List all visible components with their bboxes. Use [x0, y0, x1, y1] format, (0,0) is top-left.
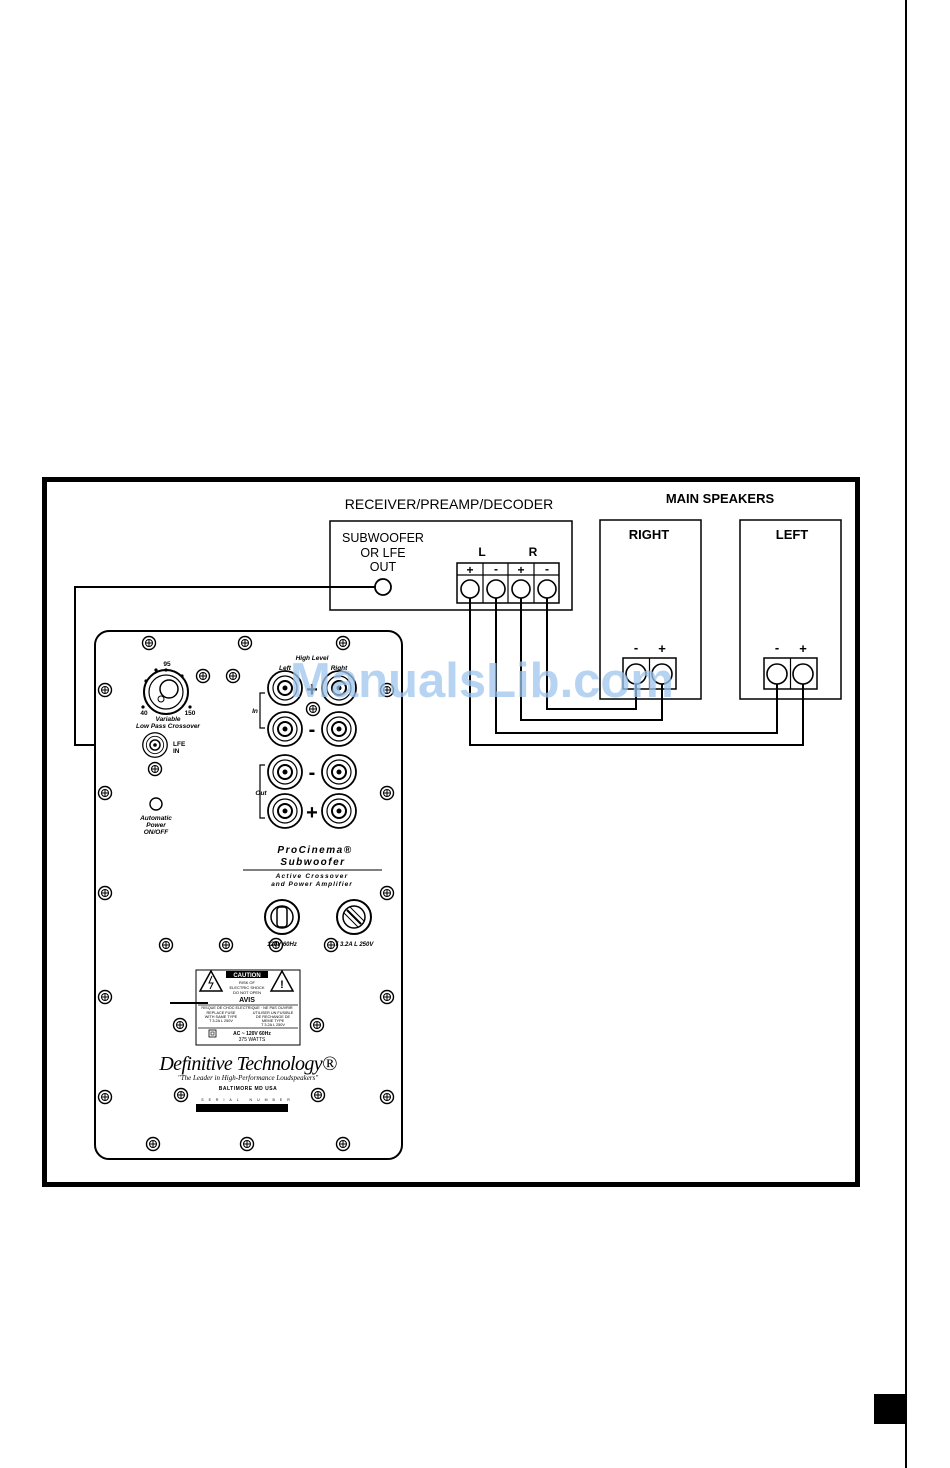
receiver-right-channel-label: R	[529, 545, 538, 559]
out-label: Out	[255, 790, 267, 797]
receiver-r-minus: -	[545, 562, 549, 576]
manualslib-watermark: ManualsLib.com	[290, 654, 674, 708]
caution-text-3: DO NOT OPEN	[233, 990, 261, 995]
fuse-holder	[336, 899, 372, 935]
utiliser-1: UTILISER UN FUSIBLE	[253, 1011, 294, 1015]
caution-text-1: RISK OF	[239, 980, 256, 985]
caution-title: CAUTION	[233, 973, 260, 979]
auto-power-label-2: Power	[146, 822, 166, 829]
lfe-in-jack	[142, 732, 168, 758]
auto-power-led	[149, 797, 163, 811]
receiver-sub-line1: SUBWOOFER	[342, 531, 424, 545]
serial-number-bar	[196, 1104, 288, 1112]
serial-number-label: SERIAL NUMBER	[201, 1098, 294, 1102]
lfe-label-2: IN	[173, 748, 180, 755]
crossover-label-2: Low Pass Crossover	[136, 723, 200, 730]
caution-label: !	[195, 969, 301, 1046]
watts-rating: 375 WATTS	[239, 1037, 266, 1043]
left-speaker-plus: +	[799, 641, 807, 656]
avis-text: RISQUE DE CHOC ELECTRIQUE · NE PAS OUVRI…	[201, 1006, 293, 1010]
page-corner-marker	[874, 1394, 907, 1424]
auto-power-label-1: Automatic	[139, 815, 172, 822]
in-plus-sign: +	[306, 679, 318, 701]
receiver-left-channel-label: L	[478, 545, 485, 559]
receiver-terminal-r-minus	[537, 579, 557, 599]
right-speaker-minus: -	[634, 640, 638, 655]
out-minus-sign: -	[309, 762, 316, 784]
high-level-label: High Level	[296, 655, 329, 662]
fuse-label: T 3.2A L 250V	[335, 942, 375, 948]
high-level-right-label: Right	[331, 665, 348, 672]
crossover-knob	[141, 668, 192, 715]
caution-text-2: ELECTRIC SHOCK	[229, 985, 264, 990]
right-speaker-box	[599, 519, 702, 700]
voltage-label: 120V 60Hz	[267, 942, 297, 948]
receiver-terminal-l-minus	[486, 579, 506, 599]
utiliser-3: MEME TYPE	[262, 1019, 285, 1023]
replace-fuse-1: REPLACE FUSE	[207, 1011, 236, 1015]
svg-text:!: !	[280, 979, 284, 991]
receiver-sub-line3: OUT	[370, 560, 397, 574]
power-inlet	[264, 899, 300, 935]
product-name-3: Active Crossover	[275, 873, 349, 880]
product-name-2: Subwoofer	[280, 857, 345, 868]
receiver-terminal-l-plus	[460, 579, 480, 599]
receiver-r-plus: +	[517, 563, 524, 577]
dial-label-40: 40	[140, 710, 148, 717]
subwoofer-out-jack	[374, 578, 392, 596]
avis-title: AVIS	[239, 997, 255, 1004]
receiver-terminal-r-plus	[511, 579, 531, 599]
high-level-left-label: Left	[279, 665, 292, 672]
in-label: In	[252, 708, 258, 715]
in-minus-sign: -	[309, 719, 316, 741]
brand-location: BALTIMORE MD USA	[219, 1086, 277, 1092]
ac-rating: AC ~ 120V 60Hz	[233, 1031, 271, 1037]
product-name-4: and Power Amplifier	[271, 881, 353, 888]
receiver-l-minus: -	[494, 562, 498, 576]
brand-logo: Definitive Technology®	[158, 1053, 337, 1075]
left-speaker-label: LEFT	[776, 527, 809, 542]
left-speaker-minus: -	[775, 640, 779, 655]
lfe-label-1: LFE	[173, 741, 186, 748]
dial-label-95: 95	[163, 661, 171, 668]
speaker-wires	[469, 598, 804, 746]
main-speakers-title: MAIN SPEAKERS	[666, 491, 775, 506]
right-speaker-label: RIGHT	[629, 527, 670, 542]
receiver-title: RECEIVER/PREAMP/DECODER	[345, 496, 553, 512]
receiver-l-plus: +	[466, 563, 473, 577]
crossover-label-1: Variable	[155, 716, 180, 723]
warning-triangle-icon	[198, 969, 224, 992]
auto-power-label-3: ON/OFF	[144, 829, 170, 836]
out-plus-sign: +	[306, 802, 318, 824]
replace-fuse-3: T 3.2A L 250V	[209, 1019, 233, 1023]
warning-triangle-icon	[269, 969, 295, 992]
product-name-1: ProCinema®	[277, 845, 352, 856]
dial-label-150: 150	[185, 710, 196, 717]
receiver-sub-line2: OR LFE	[360, 546, 405, 560]
utiliser-2: DE RECHANGE DE	[256, 1015, 291, 1019]
replace-fuse-2: WITH SAME TYPE	[205, 1015, 238, 1019]
utiliser-4: T 3.2A L 250V	[261, 1023, 285, 1027]
right-speaker-plus: +	[658, 641, 666, 656]
brand-tagline: "The Leader in High-Performance Loudspea…	[178, 1074, 318, 1082]
page-edge-line	[905, 0, 907, 1468]
